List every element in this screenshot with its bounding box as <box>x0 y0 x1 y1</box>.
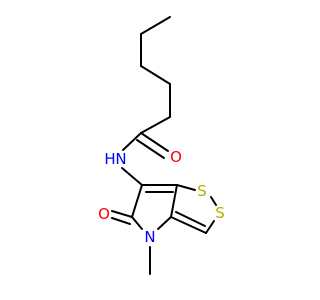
molecule-canvas: O N H O N S S <box>98 16 225 275</box>
molecule-structure: O N H O N S S <box>98 16 225 275</box>
bond-n4-c3a <box>157 216 172 230</box>
atom-nitrogen-ring: N <box>144 228 155 246</box>
bond-c5-n4 <box>131 216 143 230</box>
bond-carbonyl-o <box>140 132 169 152</box>
bond-c3-c3a <box>170 216 207 234</box>
bond-s1-s2 <box>210 196 217 206</box>
atom-sulfur-2: S <box>215 204 225 222</box>
atom-oxygen-amide: O <box>170 148 182 166</box>
bond-c3-c3a-double <box>175 211 206 227</box>
bond-c2-c1 <box>140 116 171 134</box>
bond-c6a-s1 <box>176 184 196 191</box>
bond-c3a-c6a <box>170 184 178 218</box>
atom-sulfur-1: S <box>197 182 207 200</box>
atom-nitrogen-amide: N <box>115 150 126 168</box>
bond-carbonyl-n <box>122 132 142 151</box>
bond-c6-c5 <box>140 16 171 35</box>
bond-n-c6 <box>121 167 143 186</box>
bond-c4-c3 <box>140 65 171 85</box>
atom-hydrogen-amide: H <box>104 150 115 168</box>
bond-c6-c5 <box>131 184 143 218</box>
atom-oxygen-lactam: O <box>98 205 110 223</box>
bond-c5-o-double <box>111 217 131 225</box>
bond-carbonyl-o-double <box>136 139 165 159</box>
bond-c5-o <box>111 210 133 218</box>
bond-s2-c3 <box>205 220 215 234</box>
